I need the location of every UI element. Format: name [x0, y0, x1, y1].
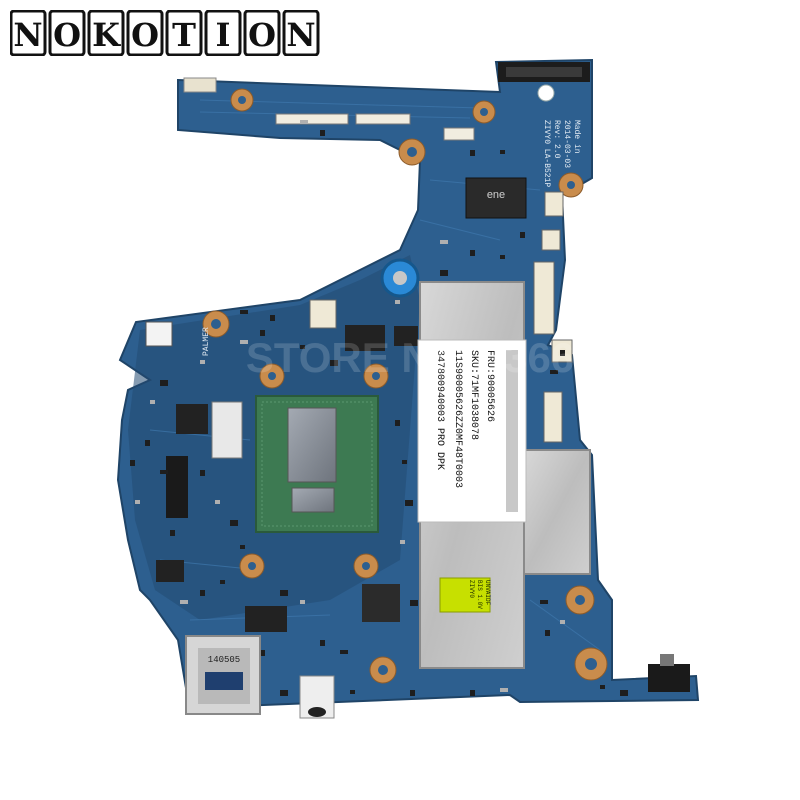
brand-letter: K	[92, 16, 121, 54]
board-model-text: ZIVY0 LA-B521P	[542, 120, 551, 187]
sticker-line-3: 11S90005626ZZ0MF48T0003	[452, 350, 463, 488]
chip-brand-text: ene	[487, 189, 505, 201]
left-label: PALMER	[202, 327, 211, 356]
board-hole	[537, 84, 555, 102]
brand-letter: N	[286, 16, 315, 54]
cpu-die	[287, 407, 337, 483]
board-date-text: 2014-03-03	[562, 120, 571, 168]
brand-letter: O	[53, 16, 81, 54]
brand-letter: I	[216, 16, 231, 54]
left-sticker	[145, 321, 173, 347]
brand-letter: T	[172, 16, 196, 54]
usb-port-text: 140505	[208, 655, 240, 665]
brand-letter: N	[13, 16, 42, 54]
board-made-text: Made in	[572, 120, 581, 154]
flex-connector	[275, 113, 349, 125]
ssd-shield	[523, 449, 591, 575]
battery-connector	[183, 77, 217, 93]
watermark-text: STORE No. 3366	[246, 334, 574, 381]
audio-jack	[299, 675, 335, 719]
usb-port: 140505	[185, 635, 261, 715]
brand-letter: O	[248, 16, 276, 54]
fru-sticker: FRU:90005626 SKU:71MF1038078 11S90005626…	[417, 339, 527, 523]
bios-label: ZIVY0 BIS 1.0V UNVAIDF	[439, 577, 491, 613]
pch-die	[291, 487, 335, 513]
bios-line-3: UNVAIDF	[484, 580, 491, 606]
brand-letter: O	[131, 16, 159, 54]
sticker-line-2: SKU:71MF1038078	[468, 350, 479, 440]
bios-line-2: BIS 1.0V	[476, 580, 483, 609]
power-switch	[648, 664, 690, 692]
sticker-line-4: 347800940003 PRO DPK	[434, 350, 445, 470]
bios-line-1: ZIVY0	[468, 580, 475, 598]
sticker-line-1: FRU:90005626	[484, 350, 495, 422]
board-rev-text: Rev: 2.0	[552, 120, 561, 159]
ene-chip	[465, 177, 527, 219]
